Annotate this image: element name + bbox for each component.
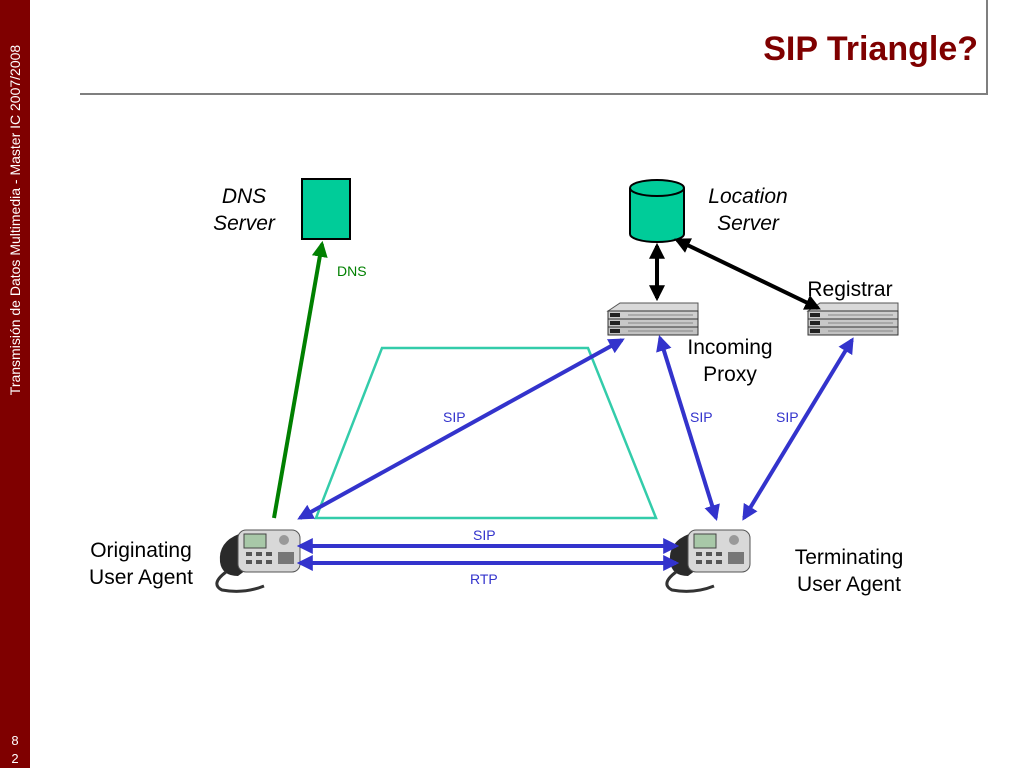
slide-title: SIP Triangle?: [763, 30, 978, 68]
incoming-proxy-rack-icon: [607, 302, 699, 336]
sip-registrar-terminating-arrow: [742, 337, 854, 521]
incoming-proxy-label: Incoming Proxy: [687, 336, 773, 386]
sip-direct-label: SIP: [473, 527, 496, 543]
page-number-digit-1: 8: [11, 733, 19, 748]
registrar-rack-icon: [807, 302, 899, 336]
location-registrar-arrow: [674, 238, 821, 310]
dns-link-label: DNS: [337, 263, 367, 279]
sip-registrar-label: SIP: [776, 409, 799, 425]
trapezoid-outline: [314, 346, 658, 520]
dns-arrow: [272, 240, 328, 519]
dns-server-label: DNS Server: [213, 185, 275, 235]
terminating-phone-icon: [665, 528, 752, 593]
originating-ua-label: Originating User Agent: [89, 539, 193, 589]
sidebar: Transmisión de Datos Multimedia - Master…: [0, 0, 30, 768]
sip-proxy-terminating-label: SIP: [690, 409, 713, 425]
terminating-ua-label: Terminating User Agent: [794, 546, 904, 596]
rtp-label: RTP: [470, 571, 498, 587]
originating-phone-icon: [215, 528, 302, 593]
sip-origin-proxy-label: SIP: [443, 409, 466, 425]
registrar-label: Registrar: [807, 278, 893, 301]
location-server-label: Location Server: [708, 185, 788, 235]
sip-proxy-terminating-arrow: [656, 334, 720, 522]
title-divider: [80, 93, 988, 95]
database-cylinder-icon: [629, 179, 685, 243]
dns-server-icon: [301, 178, 351, 240]
page-number-digit-2: 2: [11, 751, 19, 766]
sip-origin-proxy-arrow: [297, 338, 625, 520]
title-divider-vertical: [986, 0, 988, 95]
